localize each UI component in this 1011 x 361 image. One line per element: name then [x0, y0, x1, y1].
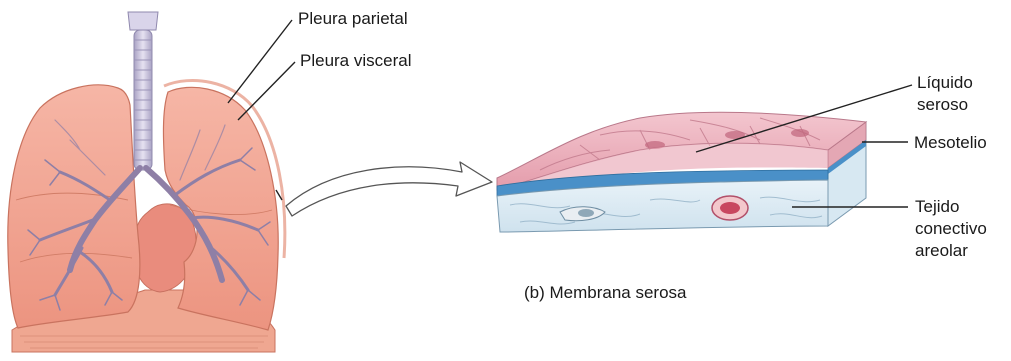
label-mesotelio: Mesotelio: [914, 133, 987, 153]
leader-pleura-visceral: [238, 62, 295, 120]
label-tejido-line1: Tejido: [915, 197, 959, 217]
label-tejido-line3: areolar: [915, 241, 968, 261]
caption-membrana-serosa: (b) Membrana serosa: [524, 283, 687, 303]
zoom-arrow: [286, 162, 492, 216]
label-liquido-seroso-line2: seroso: [917, 95, 968, 115]
label-pleura-parietal: Pleura parietal: [298, 9, 408, 29]
lungs-illustration: [8, 12, 285, 352]
serous-membrane-block: [497, 112, 866, 232]
label-tejido-line2: conectivo: [915, 219, 987, 239]
label-liquido-seroso-line1: Líquido: [917, 73, 973, 93]
right-lung: [8, 85, 140, 328]
leader-pleura-parietal: [228, 20, 292, 103]
label-pleura-visceral: Pleura visceral: [300, 51, 412, 71]
